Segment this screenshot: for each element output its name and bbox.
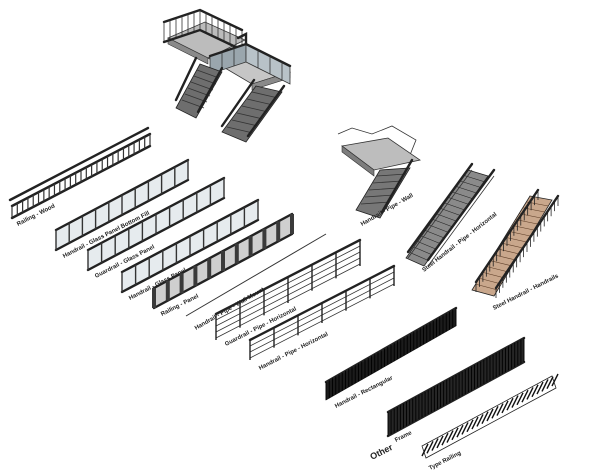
drawing-stroke (500, 242, 524, 249)
drawing-stroke (531, 384, 539, 398)
railing-glass-3: Handrail - Glass Panel (120, 198, 260, 302)
drawing-stroke (486, 408, 494, 422)
drawing-stroke (440, 208, 461, 216)
drawing-stroke (421, 443, 429, 457)
drawing-stroke (481, 411, 489, 425)
drawing-stroke (493, 254, 516, 261)
drawing-stroke (409, 252, 429, 261)
drawing-stroke (451, 427, 459, 441)
label-railing-pipe-3: Handrail - Pipe - Horizontal (258, 331, 329, 371)
drawing-stroke (444, 202, 465, 211)
drawing-stroke (466, 419, 474, 433)
drawing-stroke (425, 230, 445, 239)
drawing-stroke (436, 435, 444, 449)
drawing-stroke (501, 400, 509, 414)
drawing-stroke (441, 432, 449, 446)
drawing-stroke (461, 422, 469, 435)
drawing-stroke (456, 424, 464, 438)
drawing-stroke (436, 213, 457, 222)
drawing-stroke (471, 416, 479, 430)
drawing-stroke (516, 392, 524, 406)
stair-pipe-horizontal: Steel Handrail - Pipe - Horizontal (405, 162, 499, 274)
drawing-stroke (504, 236, 527, 243)
railing-panel: Railing - Panel (152, 212, 294, 318)
drawing-stroke (515, 219, 538, 225)
drawing-stroke (496, 403, 504, 416)
drawing-stroke (431, 438, 439, 451)
railing-wood: Railing - Wood (8, 126, 152, 228)
drawing-stroke (448, 197, 469, 205)
drawing-stroke (508, 230, 531, 237)
drawing-stroke (491, 405, 499, 419)
drawing-stroke (429, 224, 449, 233)
stair-pipe-wall: Handrail - Pipe - Wall (337, 125, 421, 228)
drawing-stroke (490, 260, 513, 267)
stair-wood: Steel Handrail - Handrails (471, 188, 560, 312)
label-railing-other: Other (368, 442, 394, 462)
drawing-stroke (413, 246, 433, 256)
drawing-stroke (497, 248, 520, 255)
drawing-stroke (511, 225, 534, 231)
drawing-stroke (421, 235, 441, 244)
drawing-stroke (417, 241, 437, 250)
drawing-stroke (536, 381, 544, 395)
drawing-stroke (546, 376, 554, 390)
drawing-stroke (511, 395, 519, 408)
drawing-stroke (433, 219, 453, 227)
drawing-stroke (521, 389, 529, 403)
drawing-stroke (426, 440, 434, 454)
drawing-stroke (541, 379, 549, 392)
drawing-stroke (551, 373, 559, 387)
stair-assembly-top (162, 8, 292, 143)
drawing-stroke (506, 397, 514, 411)
drawing-stroke (446, 430, 454, 443)
drawing-stroke (476, 414, 484, 427)
drawing-stroke (526, 387, 534, 400)
drawing-stroke (452, 191, 473, 199)
